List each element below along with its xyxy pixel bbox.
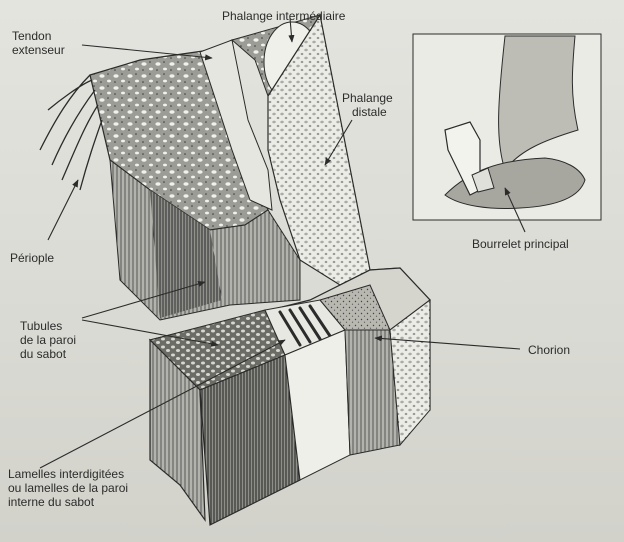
label-tubules-line2: de la paroi [20, 333, 76, 347]
label-chorion: Chorion [528, 343, 570, 357]
leader-tendon [82, 45, 212, 58]
leader-periople [48, 180, 78, 240]
label-phalange-distale-line2: distale [352, 105, 387, 119]
label-tubules-line3: du sabot [20, 347, 67, 361]
label-phalange-intermediaire: Phalange intermédiaire [222, 9, 346, 23]
label-lamelles-line1: Lamelles interdigitées [8, 467, 124, 481]
label-phalange-distale-line1: Phalange [342, 91, 393, 105]
label-lamelles-line2: ou lamelles de la paroi [8, 481, 128, 495]
label-tubules-line1: Tubules [20, 319, 62, 333]
periople-fringe [40, 75, 102, 190]
label-tendon-line1: Tendon [12, 29, 51, 43]
label-lamelles-line3: interne du sabot [8, 495, 95, 509]
label-periople: Périople [10, 251, 54, 265]
label-tendon-line2: extenseur [12, 43, 65, 57]
label-bourrelet: Bourrelet principal [472, 237, 569, 251]
